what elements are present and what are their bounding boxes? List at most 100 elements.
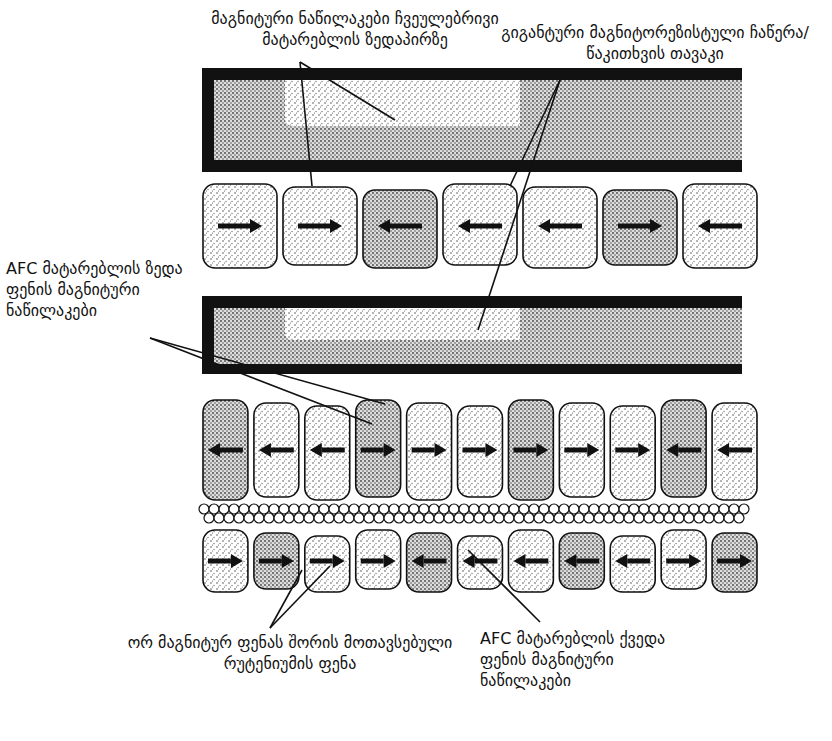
ruthenium-atom xyxy=(319,504,329,514)
magnetization-arrow xyxy=(627,559,650,564)
ruthenium-atom xyxy=(709,504,719,514)
ruthenium-atom xyxy=(414,513,424,523)
ruthenium-atom xyxy=(704,513,714,523)
ruthenium-atom xyxy=(284,513,294,523)
ruthenium-atom xyxy=(269,504,279,514)
ruthenium-atom xyxy=(524,513,534,523)
ruthenium-atom xyxy=(544,513,554,523)
magnetic-grain xyxy=(559,403,604,497)
ruthenium-atom xyxy=(604,513,614,523)
magnetic-grain xyxy=(407,403,452,500)
ruthenium-atom xyxy=(724,513,734,523)
ruthenium-atom xyxy=(249,504,259,514)
magnetic-grain xyxy=(203,184,277,268)
ruthenium-atom xyxy=(374,513,384,523)
magnetic-grain xyxy=(661,400,706,497)
ruthenium-atom xyxy=(599,504,609,514)
ruthenium-atom xyxy=(369,504,379,514)
ruthenium-atom xyxy=(359,504,369,514)
ruthenium-atom xyxy=(394,513,404,523)
ruthenium-atom xyxy=(444,513,454,523)
gmr-head xyxy=(202,296,742,374)
ruthenium-atom xyxy=(739,504,749,514)
magnetization-arrow xyxy=(463,448,486,453)
ruthenium-atom xyxy=(634,513,644,523)
ruthenium-atom xyxy=(734,513,744,523)
magnetization-arrow xyxy=(678,448,701,453)
magnetization-arrow xyxy=(638,443,650,457)
magnetization-arrow xyxy=(463,554,475,568)
ruthenium-atom xyxy=(254,513,264,523)
magnetization-arrow xyxy=(698,219,710,233)
magnetization-arrow xyxy=(615,448,638,453)
magnetization-arrow xyxy=(740,554,752,568)
ruthenium-atom xyxy=(594,513,604,523)
ruthenium-atom xyxy=(699,504,709,514)
ruthenium-atom xyxy=(289,504,299,514)
ruthenium-atom xyxy=(574,513,584,523)
ruthenium-atom xyxy=(504,513,514,523)
ruthenium-atom xyxy=(224,513,234,523)
ruthenium-atom xyxy=(299,504,309,514)
magnetic-grain xyxy=(508,400,553,500)
ruthenium-atom xyxy=(719,504,729,514)
magnetization-arrow xyxy=(208,443,220,457)
ruthenium-atom xyxy=(714,513,724,523)
ruthenium-atom xyxy=(294,513,304,523)
magnetic-grain xyxy=(254,533,299,589)
ruthenium-atom xyxy=(489,504,499,514)
magnetization-arrow xyxy=(689,554,701,568)
magnetic-grain xyxy=(363,190,437,268)
ruthenium-atom xyxy=(624,513,634,523)
magnetization-arrow xyxy=(259,443,271,457)
magnetization-arrow xyxy=(576,559,599,564)
magnetic-grain xyxy=(254,403,299,497)
ruthenium-atom xyxy=(429,504,439,514)
ruthenium-atom xyxy=(449,504,459,514)
magnetization-arrow xyxy=(412,448,435,453)
ruthenium-atom xyxy=(209,504,219,514)
magnetic-grain xyxy=(443,184,517,265)
magnetization-arrow xyxy=(717,443,729,457)
ruthenium-atom xyxy=(619,504,629,514)
magnetization-arrow xyxy=(424,559,447,564)
ruthenium-atom xyxy=(484,513,494,523)
ruthenium-atom xyxy=(404,513,414,523)
ruthenium-atom xyxy=(549,504,559,514)
magnetization-arrow xyxy=(550,224,582,229)
ruthenium-atom xyxy=(579,504,589,514)
ruthenium-atom xyxy=(509,504,519,514)
magnetic-grain xyxy=(661,530,706,589)
ruthenium-atom xyxy=(659,504,669,514)
ruthenium-atom xyxy=(234,513,244,523)
magnetic-grain xyxy=(458,406,503,497)
ruthenium-atom xyxy=(729,504,739,514)
ruthenium-atom xyxy=(259,504,269,514)
ruthenium-atom xyxy=(644,513,654,523)
magnetization-arrow xyxy=(333,554,345,568)
ruthenium-atom xyxy=(389,504,399,514)
ruthenium-atom xyxy=(539,504,549,514)
ruthenium-atom xyxy=(629,504,639,514)
magnetization-arrow xyxy=(322,448,345,453)
ruthenium-atom xyxy=(679,504,689,514)
gmr-head xyxy=(202,68,742,172)
ruthenium-atom xyxy=(354,513,364,523)
ruthenium-atom xyxy=(654,513,664,523)
ruthenium-atom xyxy=(264,513,274,523)
magnetic-grain xyxy=(712,403,757,500)
ruthenium-atom xyxy=(219,504,229,514)
magnetic-grain xyxy=(610,536,655,592)
ruthenium-atom xyxy=(439,504,449,514)
magnetization-arrow xyxy=(536,443,548,457)
magnetic-grain xyxy=(305,406,350,500)
ruthenium-atom xyxy=(324,513,334,523)
magnetic-grain xyxy=(356,400,401,497)
ruthenium-atom xyxy=(314,513,324,523)
magnetic-grain xyxy=(356,530,401,589)
callout-label: მაგნიტური ნაწილაკები ჩვეულებრივი მატარებ… xyxy=(200,8,510,50)
ruthenium-atom xyxy=(419,504,429,514)
ruthenium-atom xyxy=(649,504,659,514)
callout-label: AFC მატარებლის ქვედა ფენის მაგნიტური ნაწ… xyxy=(480,628,680,691)
